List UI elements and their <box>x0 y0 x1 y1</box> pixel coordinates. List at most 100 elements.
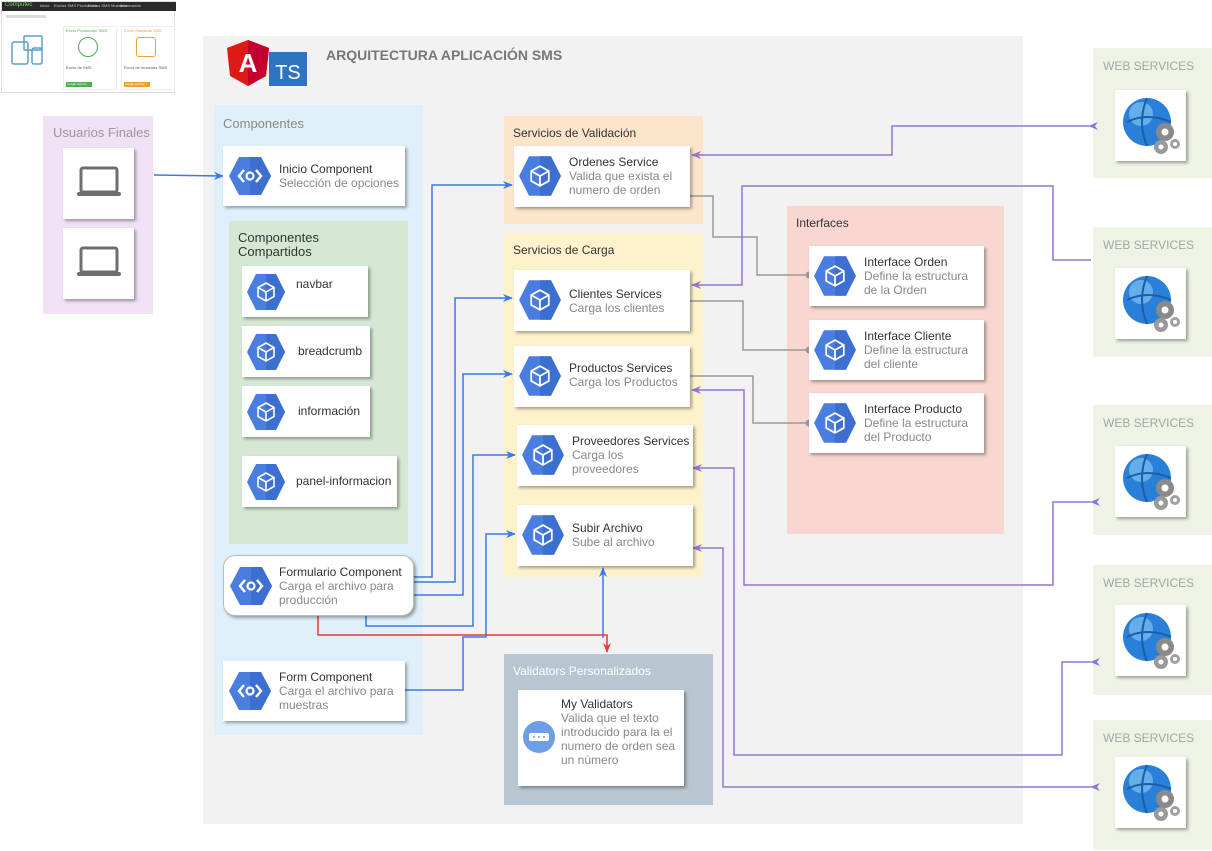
web-service-label-3: WEB SERVICES <box>1103 416 1195 430</box>
cube-hexagon-icon <box>814 256 856 296</box>
productos-services[interactable]: Productos Services Carga los Productos <box>514 346 690 407</box>
interface-cliente-desc: Define la estructura del cliente <box>864 343 969 371</box>
link-ordenes-interface <box>690 195 813 279</box>
globe-gears-icon <box>1123 97 1180 154</box>
clientes-services-name: Clientes Services <box>569 287 662 301</box>
arrow-ws2-clientes <box>691 185 1091 289</box>
component-hexagon-icon <box>229 157 271 195</box>
interface-cliente-name: Interface Cliente <box>864 329 952 343</box>
thumbnail-breadcrumb <box>6 15 46 18</box>
thumbnail-nav-3: Envíos SMS Muestras <box>88 3 128 8</box>
link-productos-interface <box>690 375 813 427</box>
thumbnail-card-2[interactable]: Envío Muestras SMS Envío de muestras SMS… <box>121 26 175 90</box>
subir-archivo[interactable]: Subir Archivo Sube al archivo <box>517 505 693 566</box>
compartidos-title: Componentes Compartidos <box>238 230 319 259</box>
arrow-ws1-ordenes <box>691 122 1098 159</box>
proveedores-services-name: Proveedores Services <box>572 434 690 448</box>
arrow-form-to-ordenes <box>414 181 513 578</box>
clientes-services[interactable]: Clientes Services Carga los clientes <box>514 270 690 331</box>
thumbnail-nav-4: Información <box>120 3 141 8</box>
carga-title: Servicios de Carga <box>513 243 615 257</box>
ordenes-service[interactable]: Ordenes Service Valida que exista el num… <box>514 146 690 207</box>
subir-archivo-desc: Sube al archivo <box>572 535 655 549</box>
thumbnail-card-1-button-label: Cargar archivo <box>67 82 87 86</box>
componentes-title: Componentes <box>223 116 304 131</box>
diagram-title: ARQUITECTURA APLICACIÓN SMS <box>326 47 563 63</box>
send-icon <box>78 37 98 57</box>
user-laptop-1[interactable] <box>63 148 134 219</box>
globe-gears-icon <box>1123 453 1180 510</box>
validacion-title: Servicios de Validación <box>513 126 637 140</box>
web-service-5[interactable] <box>1115 757 1186 828</box>
logo-ts-badge: TS <box>275 62 301 84</box>
web-service-label-1: WEB SERVICES <box>1103 59 1195 73</box>
proveedores-services[interactable]: Proveedores Services Carga los proveedor… <box>517 425 693 486</box>
cube-hexagon-icon <box>814 403 856 443</box>
thumbnail-card-1[interactable]: Envío Producción SMS Envío de SMS Cargar… <box>63 26 117 90</box>
cube-hexagon-icon <box>247 334 285 370</box>
thumbnail-card-2-button-label: Cargar archivo <box>125 82 145 86</box>
web-service-4[interactable] <box>1115 605 1186 676</box>
thumbnail-card-2-subtitle: Envío de muestras SMS <box>124 65 168 70</box>
arrow-form-to-clientes <box>414 294 513 583</box>
my-validators-desc: Valida que el texto introducido para la … <box>561 711 676 767</box>
form-component-name: Form Component <box>279 670 373 684</box>
form-component[interactable]: Form Component Carga el archivo para mue… <box>223 661 405 721</box>
inicio-component-name: Inicio Component <box>279 162 373 176</box>
thumbnail-app-name: Computec <box>5 2 33 8</box>
thumbnail-card-2-button[interactable]: Cargar archivo <box>124 82 150 87</box>
interface-producto[interactable]: Interface Producto Define la estructura … <box>809 393 984 453</box>
cube-hexagon-icon <box>522 515 564 555</box>
arrow-users-to-inicio <box>153 171 224 180</box>
web-service-2[interactable] <box>1115 268 1186 339</box>
interface-orden[interactable]: Interface Orden Define la estructura de … <box>809 246 984 306</box>
formulario-component[interactable]: Formulario Component Carga el archivo pa… <box>223 555 414 616</box>
shared-navbar-label: navbar <box>296 277 333 291</box>
shared-panel-informacion[interactable]: panel-informacion <box>242 456 397 507</box>
cube-hexagon-icon <box>247 274 285 310</box>
interfaces-title: Interfaces <box>796 216 849 230</box>
shared-navbar[interactable]: navbar <box>242 266 368 317</box>
logo-letter: A <box>239 48 258 78</box>
formulario-component-desc: Carga el archivo para producción <box>279 579 394 607</box>
cube-hexagon-icon <box>247 464 285 500</box>
globe-gears-icon <box>1123 275 1180 332</box>
cube-hexagon-icon <box>522 435 564 475</box>
web-service-label-4: WEB SERVICES <box>1103 576 1195 590</box>
productos-services-name: Productos Services <box>569 361 673 375</box>
globe-gears-icon <box>1123 612 1180 669</box>
input-field-icon <box>523 721 555 753</box>
arrow-form-to-proveedores <box>365 451 516 627</box>
cube-hexagon-icon <box>519 280 561 320</box>
thumbnail-nav-2: Envíos SMS Producción <box>54 3 98 8</box>
thumbnail-card-1-title: Envío Producción SMS <box>66 28 108 33</box>
inicio-component-desc: Selección de opciones <box>279 176 400 190</box>
phone-icon <box>136 37 156 57</box>
shared-breadcrumb[interactable]: breadcrumb <box>242 326 370 377</box>
component-hexagon-icon <box>229 672 271 710</box>
formulario-component-name: Formulario Component <box>279 565 402 579</box>
validators-title: Validators Personalizados <box>513 664 651 678</box>
my-validators[interactable]: My Validators Valida que el texto introd… <box>518 690 684 786</box>
inicio-component[interactable]: Inicio Component Selección de opciones <box>223 146 405 206</box>
laptop-icon <box>77 166 121 196</box>
thumbnail-card-1-button[interactable]: Cargar archivo <box>66 82 92 87</box>
arrow-form-to-productos <box>414 370 513 596</box>
cube-hexagon-icon <box>814 330 856 370</box>
thumbnail-card-1-subtitle: Envío de SMS <box>66 65 92 70</box>
thumbnail-navbar: Computec Inicio Envíos SMS Producción En… <box>2 2 176 11</box>
shared-informacion[interactable]: información <box>242 386 370 437</box>
web-service-3[interactable] <box>1115 446 1186 517</box>
arrow-ws4-proveedores <box>692 464 1100 756</box>
subir-archivo-name: Subir Archivo <box>572 521 643 535</box>
ordenes-service-desc: Valida que exista el numero de orden <box>569 169 673 197</box>
user-laptop-2[interactable] <box>63 228 134 299</box>
web-service-1[interactable] <box>1115 90 1186 161</box>
arrow-form-component-to-subir <box>405 530 516 691</box>
interface-cliente[interactable]: Interface Cliente Define la estructura d… <box>809 320 984 380</box>
link-clientes-interface <box>690 300 813 354</box>
shared-breadcrumb-label: breadcrumb <box>298 344 363 358</box>
globe-gears-icon <box>1123 764 1180 821</box>
ordenes-service-name: Ordenes Service <box>569 155 659 169</box>
